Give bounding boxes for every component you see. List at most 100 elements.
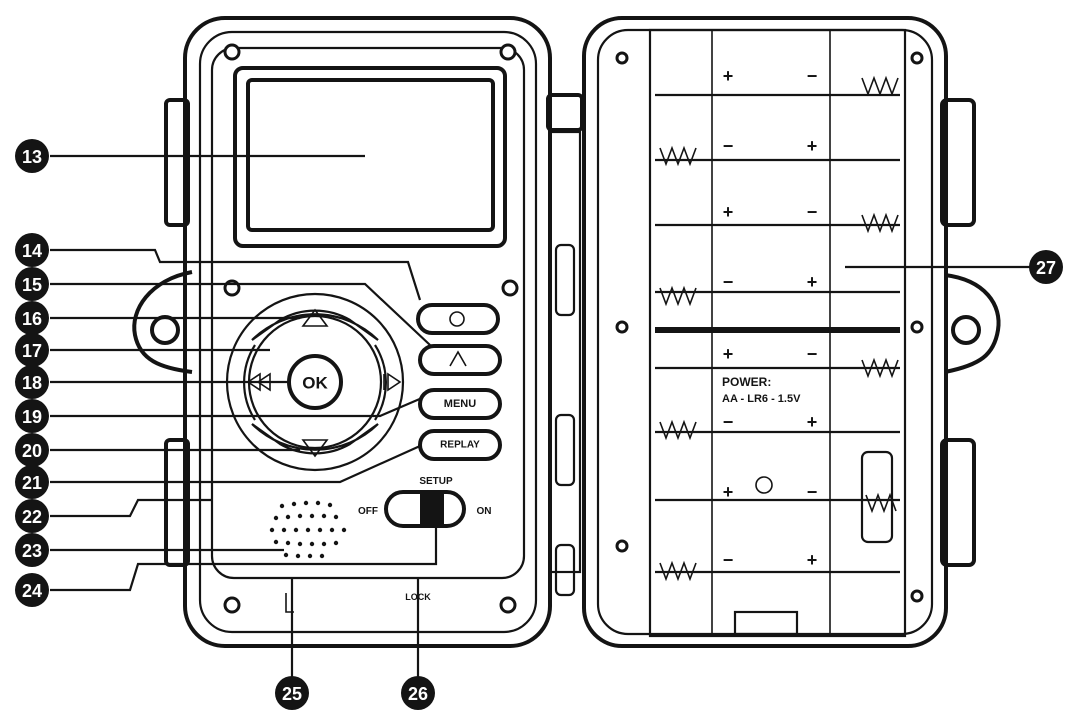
- strap-hole-right: [951, 315, 981, 345]
- callout-badge-20: 20: [15, 433, 49, 467]
- tray-hole: [755, 476, 773, 494]
- battery-door-outer: [582, 16, 948, 648]
- battery-tray: [648, 28, 907, 638]
- plus-mark: +: [807, 412, 818, 432]
- right-side-tab-top: [940, 98, 976, 227]
- plus-mark: +: [723, 202, 734, 222]
- minus-mark: −: [807, 202, 818, 222]
- hinge-bar: [548, 130, 582, 574]
- callout-badge-24: 24: [15, 573, 49, 607]
- spring-housing: [860, 450, 894, 544]
- power-switch-knob[interactable]: [420, 494, 444, 524]
- replay-button[interactable]: [418, 429, 502, 461]
- hinge-slot: [554, 243, 576, 317]
- callout-badge-17: 17: [15, 333, 49, 367]
- left-side-tab-top: [164, 98, 190, 227]
- menu-button[interactable]: [418, 388, 502, 420]
- menu-button-label: MENU: [444, 398, 476, 410]
- strap-loop-right: [944, 273, 1001, 374]
- minus-mark: −: [807, 344, 818, 364]
- svg-text:17: 17: [22, 341, 42, 361]
- callout-badge-15: 15: [15, 267, 49, 301]
- minus-mark: −: [807, 66, 818, 86]
- power-spec-line2: AA - LR6 - 1.5V: [722, 393, 801, 405]
- right-side-tab-bottom: [940, 438, 976, 567]
- plus-mark: +: [723, 482, 734, 502]
- screw-icon: [223, 43, 241, 61]
- hinge-block: [546, 93, 584, 132]
- hinge-slot: [554, 543, 576, 597]
- svg-text:16: 16: [22, 309, 42, 329]
- screw-icon: [910, 589, 924, 603]
- screw-icon: [910, 51, 924, 65]
- play-icon: [387, 372, 402, 392]
- speaker-grille: [269, 500, 347, 559]
- screw-icon: [499, 43, 517, 61]
- callout-badge-27: 27: [1029, 250, 1063, 284]
- minus-mark: −: [723, 550, 734, 570]
- down-arrow-icon: [301, 439, 329, 458]
- callout-leaders: [50, 154, 1030, 680]
- callout-badge-26: 26: [401, 676, 435, 710]
- svg-text:22: 22: [22, 507, 42, 527]
- callout-badge-16: 16: [15, 301, 49, 335]
- screw-icon: [910, 320, 924, 334]
- ok-button-label: OK: [302, 374, 328, 393]
- power-spec-line1: POWER:: [722, 375, 771, 389]
- front-body-inner: [198, 30, 538, 634]
- callout-badge-19: 19: [15, 399, 49, 433]
- callout-badge-23: 23: [15, 533, 49, 567]
- screw-icon: [223, 596, 241, 614]
- callout-badge-14: 14: [15, 233, 49, 267]
- screw-icon: [615, 539, 629, 553]
- svg-text:14: 14: [22, 241, 42, 261]
- svg-text:13: 13: [22, 147, 42, 167]
- camera-mode-button[interactable]: [416, 303, 500, 335]
- switch-off-label: OFF: [358, 506, 378, 517]
- tray-latch: [733, 610, 799, 636]
- svg-text:21: 21: [22, 473, 42, 493]
- plus-mark: +: [723, 66, 734, 86]
- strap-hole-left: [150, 315, 180, 345]
- minus-mark: −: [807, 482, 818, 502]
- callout-badge-21: 21: [15, 465, 49, 499]
- down-key[interactable]: [251, 423, 379, 455]
- up-arrow-icon: [301, 308, 329, 327]
- callout-badge-13: 13: [15, 139, 49, 173]
- switch-setup-label: SETUP: [419, 476, 453, 487]
- svg-text:23: 23: [22, 541, 42, 561]
- plus-mark: +: [807, 272, 818, 292]
- hinge-slot: [554, 413, 576, 487]
- minus-mark: −: [723, 272, 734, 292]
- battery-door: + − − + + − − + + − − + + − − + POWER: A…: [546, 16, 1001, 648]
- right-key[interactable]: [374, 344, 387, 421]
- minus-mark: −: [723, 136, 734, 156]
- shot-button[interactable]: [418, 344, 502, 376]
- svg-text:26: 26: [408, 684, 428, 704]
- replay-button-label: REPLAY: [440, 440, 480, 451]
- svg-text:27: 27: [1036, 258, 1056, 278]
- power-switch[interactable]: [384, 490, 466, 528]
- callout-badge-25: 25: [275, 676, 309, 710]
- screw-icon: [499, 596, 517, 614]
- switch-on-label: ON: [477, 506, 492, 517]
- plus-mark: +: [807, 136, 818, 156]
- svg-text:15: 15: [22, 275, 42, 295]
- control-panel: [210, 46, 526, 580]
- svg-text:20: 20: [22, 441, 42, 461]
- plus-mark: +: [723, 344, 734, 364]
- svg-text:25: 25: [282, 684, 302, 704]
- up-key[interactable]: [251, 309, 379, 341]
- minus-mark: −: [723, 412, 734, 432]
- svg-text:18: 18: [22, 373, 42, 393]
- svg-text:24: 24: [22, 581, 42, 601]
- svg-text:19: 19: [22, 407, 42, 427]
- screw-icon: [501, 279, 519, 297]
- plus-mark: +: [807, 550, 818, 570]
- camera-icon: [449, 311, 465, 327]
- callout-badge-22: 22: [15, 499, 49, 533]
- shot-icon: [449, 350, 467, 367]
- front-panel: OK MENU REPLAY SETUP OFF ON: [132, 16, 552, 648]
- screw-icon: [615, 320, 629, 334]
